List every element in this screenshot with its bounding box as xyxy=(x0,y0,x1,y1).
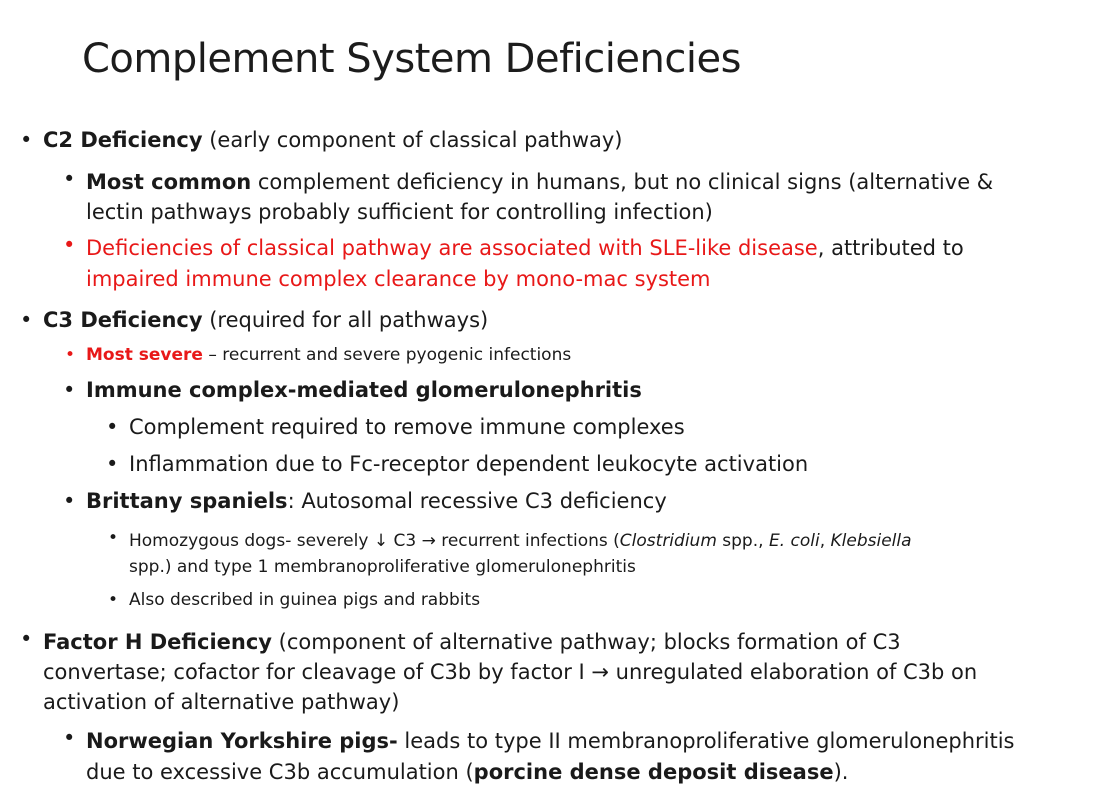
c2-deficiency-heading: C2 Deficiency (early component of classi… xyxy=(43,128,622,152)
bullet-icon: • xyxy=(65,345,76,365)
bullet-icon: • xyxy=(63,378,76,402)
factor-h-bold: Factor H Deficiency xyxy=(43,630,272,654)
bullet-icon: • xyxy=(63,726,76,750)
c2-sle-item: Deficiencies of classical pathway are as… xyxy=(86,233,964,295)
pigs-line2-bold: porcine dense deposit disease xyxy=(473,760,834,784)
bullet-icon: • xyxy=(20,627,33,651)
c3-guinea-pigs-item: Also described in guinea pigs and rabbit… xyxy=(129,590,481,610)
pigs-bold: Norwegian Yorkshire pigs- xyxy=(86,729,398,753)
c3-severe-text: – recurrent and severe pyogenic infectio… xyxy=(202,345,572,365)
c3-heading-bold: C3 Deficiency xyxy=(43,308,203,332)
bullet-icon: • xyxy=(63,233,76,257)
c3-heading-note: (required for all pathways) xyxy=(202,308,489,332)
arrow-right-icon: → xyxy=(421,531,436,551)
c3-most-severe-item: Most severe – recurrent and severe pyoge… xyxy=(86,345,571,365)
c3-brittany-text: : Autosomal recessive C3 deficiency xyxy=(287,489,667,513)
bullet-icon: • xyxy=(106,452,119,476)
c2-sle-red-text: Deficiencies of classical pathway are as… xyxy=(86,236,818,260)
c3-brittany-bold: Brittany spaniels xyxy=(86,489,288,513)
bullet-icon: • xyxy=(108,528,119,548)
c2-most-common-item: Most common complement deficiency in hum… xyxy=(86,167,993,227)
homozygous-text-b: recurrent infections ( xyxy=(435,531,620,551)
homozygous-text-a: Homozygous dogs- severely ↓ C3 xyxy=(129,531,422,551)
factor-h-line3: activation of alternative pathway) xyxy=(43,690,400,714)
c3-brittany-item: Brittany spaniels: Autosomal recessive C… xyxy=(86,489,667,513)
pigs-line2a: due to excessive C3b accumulation ( xyxy=(86,760,474,784)
c3-gn-bold: Immune complex-mediated glomerulonephrit… xyxy=(86,378,642,402)
factor-h-pigs-item: Norwegian Yorkshire pigs- leads to type … xyxy=(86,726,1015,788)
homozygous-line2: spp.) and type 1 membranoproliferative g… xyxy=(129,557,636,577)
bullet-icon: • xyxy=(20,308,33,332)
ecoli-italic: E. coli xyxy=(768,531,820,551)
c3-gn-sub-item-2: Inflammation due to Fc-receptor dependen… xyxy=(129,452,809,476)
clostridium-italic: Clostridium xyxy=(619,531,717,551)
bullet-icon: • xyxy=(106,415,119,439)
klebsiella-italic: Klebsiella xyxy=(830,531,912,551)
bullet-icon: • xyxy=(63,167,76,191)
c3-deficiency-heading: C3 Deficiency (required for all pathways… xyxy=(43,308,488,332)
c2-sle-text: , attributed to xyxy=(817,236,964,260)
factor-h-line2b: unregulated elaboration of C3b on xyxy=(609,660,978,684)
factor-h-deficiency-heading: Factor H Deficiency (component of altern… xyxy=(43,627,977,717)
c2-sle-line2: impaired immune complex clearance by mon… xyxy=(86,267,711,291)
factor-h-note: (component of alternative pathway; block… xyxy=(271,630,901,654)
c2-common-bold: Most common xyxy=(86,170,252,194)
bullet-icon: • xyxy=(108,590,119,610)
pigs-text: leads to type II membranoproliferative g… xyxy=(397,729,1015,753)
arrow-right-icon: → xyxy=(591,660,609,684)
homozygous-text-d: , xyxy=(819,531,831,551)
c2-common-line2: lectin pathways probably sufficient for … xyxy=(86,200,713,224)
homozygous-text-c: spp., xyxy=(716,531,769,551)
c2-heading-bold: C2 Deficiency xyxy=(43,128,203,152)
pigs-line2b: ). xyxy=(833,760,849,784)
factor-h-line2a: convertase; cofactor for cleavage of C3b… xyxy=(43,660,592,684)
bullet-icon: • xyxy=(20,128,33,152)
bullet-icon: • xyxy=(63,489,76,513)
c3-gn-sub-item-1: Complement required to remove immune com… xyxy=(129,415,685,439)
slide-title: Complement System Deficiencies xyxy=(82,36,741,82)
c3-severe-red: Most severe xyxy=(86,345,203,365)
c2-heading-note: (early component of classical pathway) xyxy=(202,128,623,152)
c3-homozygous-item: Homozygous dogs- severely ↓ C3 → recurre… xyxy=(129,528,912,580)
c3-glomerulonephritis-item: Immune complex-mediated glomerulonephrit… xyxy=(86,378,642,402)
c2-common-text: complement deficiency in humans, but no … xyxy=(251,170,994,194)
